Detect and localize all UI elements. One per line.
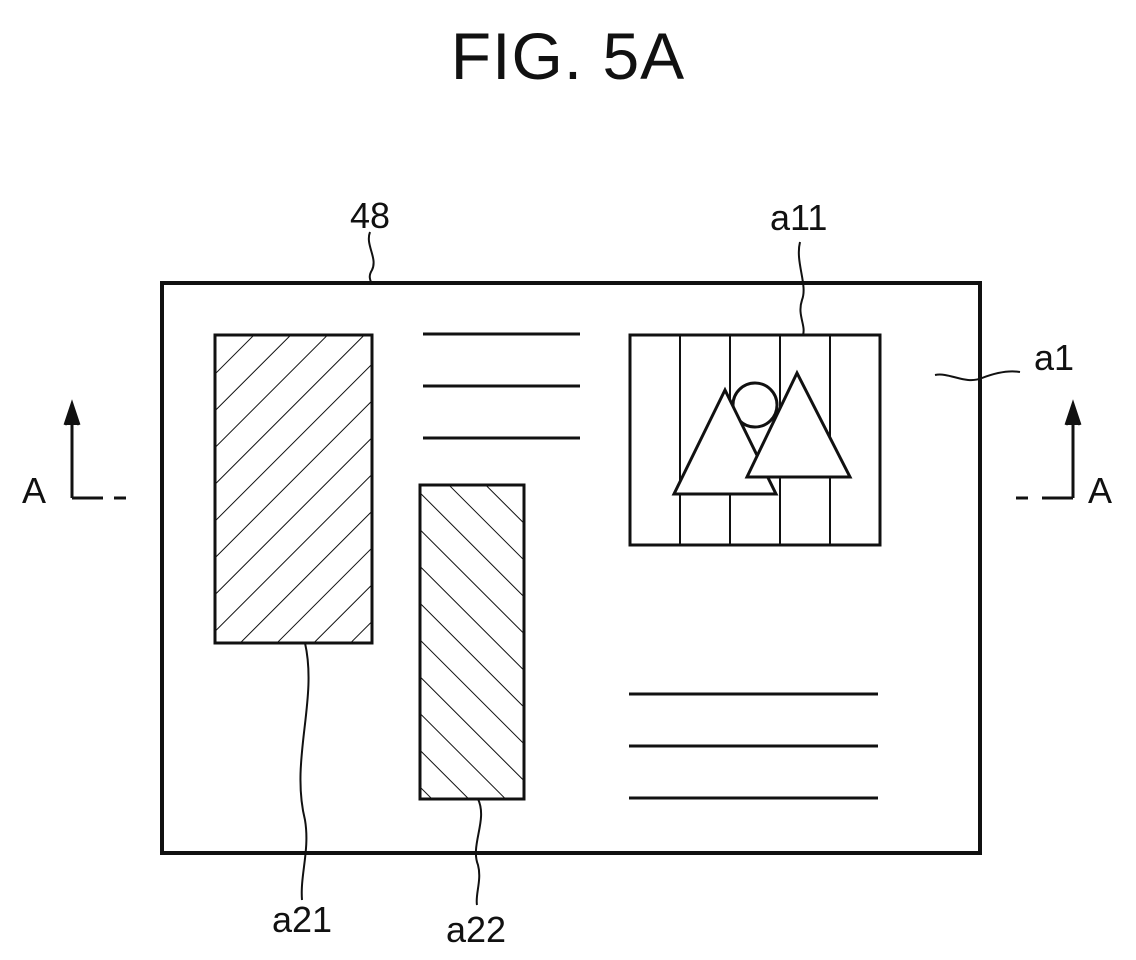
hatched-region-a21 — [215, 335, 372, 643]
label-a21: a21 — [272, 899, 332, 940]
section-marker-left — [65, 404, 126, 498]
section-marker-right — [1016, 404, 1080, 498]
image-region-a11 — [630, 335, 880, 545]
label-48: 48 — [350, 195, 390, 236]
label-a1: a1 — [1034, 337, 1074, 378]
hatched-region-a22 — [420, 485, 524, 799]
text-lines-lower — [629, 694, 878, 798]
label-a22: a22 — [446, 909, 506, 950]
text-lines-upper — [423, 334, 580, 438]
leader-line-a1 — [935, 371, 1020, 380]
leader-line-48 — [369, 232, 374, 283]
label-a11: a11 — [770, 197, 827, 238]
leader-line-a21 — [300, 643, 308, 900]
leader-line-a11 — [799, 242, 804, 335]
label-section-right: A — [1088, 470, 1112, 511]
label-section-left: A — [22, 470, 46, 511]
